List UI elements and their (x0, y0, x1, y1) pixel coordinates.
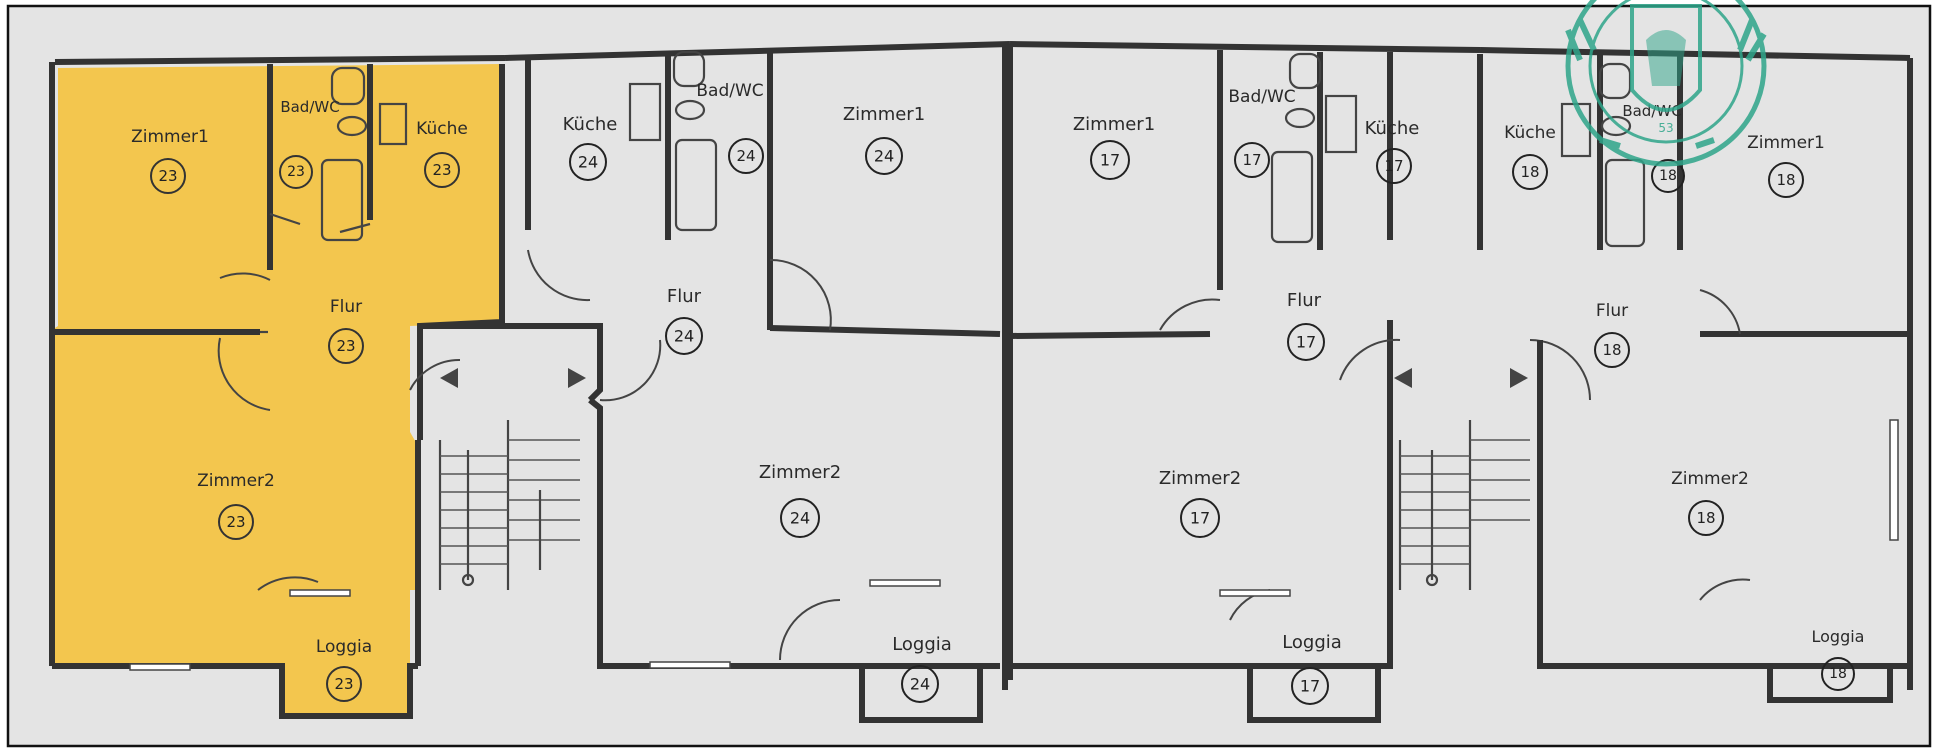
apartment-24-labels: Küche 24 Bad/WC 24 Zimmer1 24 Flur 24 Zi… (563, 81, 952, 703)
apartment-18-labels: Küche 18 Bad/WC 18 Zimmer1 18 Flur 18 Zi… (1504, 102, 1865, 691)
badge-loggia-23: 23 (334, 675, 353, 693)
badge-bad-23: 23 (287, 164, 305, 180)
badge-loggia-17: 17 (1300, 677, 1320, 696)
badge-zimmer2-23: 23 (226, 513, 245, 531)
badge-bad-24: 24 (736, 147, 755, 165)
label-zimmer2-23: Zimmer2 (197, 471, 275, 491)
label-zimmer2-18: Zimmer2 (1671, 469, 1749, 489)
label-kueche-17: Küche (1365, 118, 1420, 139)
label-kueche-18: Küche (1504, 123, 1556, 143)
label-flur-23: Flur (330, 297, 362, 317)
stamp-number: 53 (1658, 121, 1673, 135)
badge-bad-18: 18 (1659, 168, 1677, 184)
badge-zimmer2-17: 17 (1190, 509, 1210, 528)
label-loggia-24: Loggia (892, 634, 952, 655)
badge-flur-23: 23 (336, 337, 355, 355)
badge-flur-17: 17 (1296, 333, 1316, 352)
label-bad-23: Bad/WC (280, 98, 339, 116)
official-stamp: 53 (1565, 0, 1767, 167)
badge-zimmer1-23: 23 (158, 167, 177, 185)
stairwell-left (418, 323, 603, 590)
apartment-17-walls (1007, 41, 1481, 723)
badge-loggia-24: 24 (910, 675, 930, 694)
apartment-24-walls (504, 41, 1011, 723)
apartment-18-walls (1477, 47, 1913, 703)
label-flur-18: Flur (1596, 301, 1628, 321)
label-zimmer1-17: Zimmer1 (1073, 114, 1155, 135)
label-zimmer1-24: Zimmer1 (843, 104, 925, 125)
badge-flur-18: 18 (1602, 341, 1621, 359)
badge-zimmer2-18: 18 (1696, 509, 1715, 527)
apartment-23-walls (49, 55, 506, 719)
badge-zimmer2-24: 24 (790, 509, 810, 528)
label-zimmer1-18: Zimmer1 (1747, 133, 1825, 153)
badge-loggia-18: 18 (1829, 666, 1847, 682)
label-flur-17: Flur (1287, 290, 1322, 311)
apartment-17-labels: Zimmer1 17 Bad/WC 17 Küche 17 Flur 17 Zi… (1073, 87, 1420, 705)
label-zimmer2-17: Zimmer2 (1159, 468, 1241, 489)
badge-kueche-23: 23 (432, 161, 451, 179)
label-bad-24: Bad/WC (696, 81, 763, 101)
badge-kueche-18: 18 (1520, 163, 1539, 181)
badge-zimmer1-17: 17 (1100, 151, 1120, 170)
badge-kueche-24: 24 (578, 153, 598, 172)
label-kueche-23: Küche (416, 119, 468, 139)
label-flur-24: Flur (667, 286, 702, 307)
label-bad-18: Bad/WC (1622, 102, 1681, 120)
label-zimmer2-24: Zimmer2 (759, 462, 841, 483)
apartment-23-labels: Zimmer1 23 Bad/WC 23 Küche 23 Flur 23 Zi… (131, 98, 468, 702)
badge-zimmer1-18: 18 (1776, 171, 1795, 189)
badge-kueche-17: 17 (1384, 157, 1403, 175)
badge-zimmer1-24: 24 (874, 147, 894, 166)
stairwell-right (1339, 338, 1591, 590)
label-kueche-24: Küche (563, 114, 618, 135)
apartment-23-highlight (52, 64, 502, 718)
label-bad-17: Bad/WC (1228, 87, 1295, 107)
label-loggia-17: Loggia (1282, 632, 1342, 653)
badge-flur-24: 24 (674, 327, 694, 346)
label-loggia-23: Loggia (316, 637, 372, 657)
label-zimmer1-23: Zimmer1 (131, 127, 209, 147)
badge-bad-17: 17 (1242, 151, 1261, 169)
label-loggia-18: Loggia (1812, 627, 1865, 646)
